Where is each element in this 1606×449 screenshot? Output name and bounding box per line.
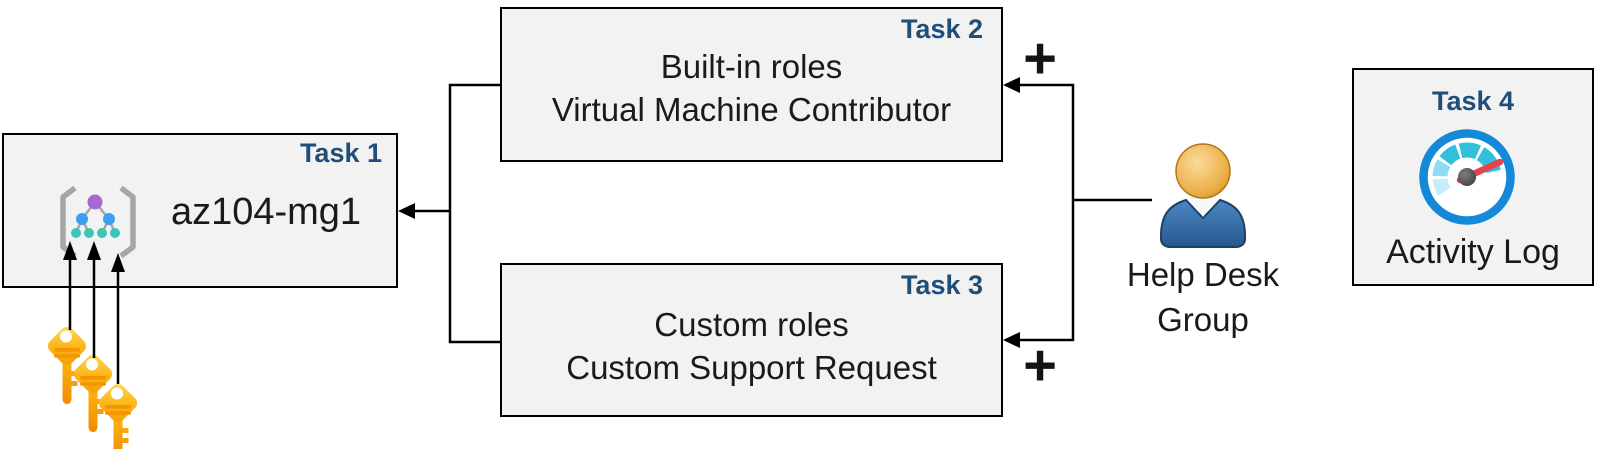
task3-box: Task 3 Custom roles Custom Support Reque… [500,263,1003,417]
arrowhead-into-task3 [1003,332,1020,348]
task4-badge: Task 4 [1431,86,1515,116]
task2-box: Task 2 Built-in roles Virtual Machine Co… [500,7,1003,162]
task2-line1: Built-in roles [660,48,843,85]
task3-line2: Custom Support Request [566,349,937,386]
actor-label-line1: Help Desk [1126,256,1280,293]
task1-title: az104-mg1 [170,191,362,233]
activity-log-gauge-icon [1419,129,1515,225]
task2-line2: Virtual Machine Contributor [551,91,952,128]
task1-badge: Task 1 [299,138,382,168]
assign-role-plus-bottom: + [1023,333,1057,398]
arrowhead-into-task2 [1003,77,1020,93]
user-group-icon [1160,143,1246,248]
task3-line1: Custom roles [654,306,849,343]
arrowhead-into-task1 [398,203,415,219]
actor-label-line2: Group [1157,301,1249,338]
task2-badge: Task 2 [900,14,983,44]
task4-box: Task 4 Activity Log [1352,68,1594,286]
bracket-connector-to-task1 [412,83,500,344]
keys-icon [45,324,140,449]
actor-label: Help Desk Group [1120,252,1286,342]
task4-label: Activity Log [1386,233,1560,271]
task1-box: Task 1 az104-mg1 [2,133,398,288]
management-group-icon [60,185,136,259]
task3-badge: Task 3 [900,270,983,300]
assign-role-plus-top: + [1023,26,1057,91]
